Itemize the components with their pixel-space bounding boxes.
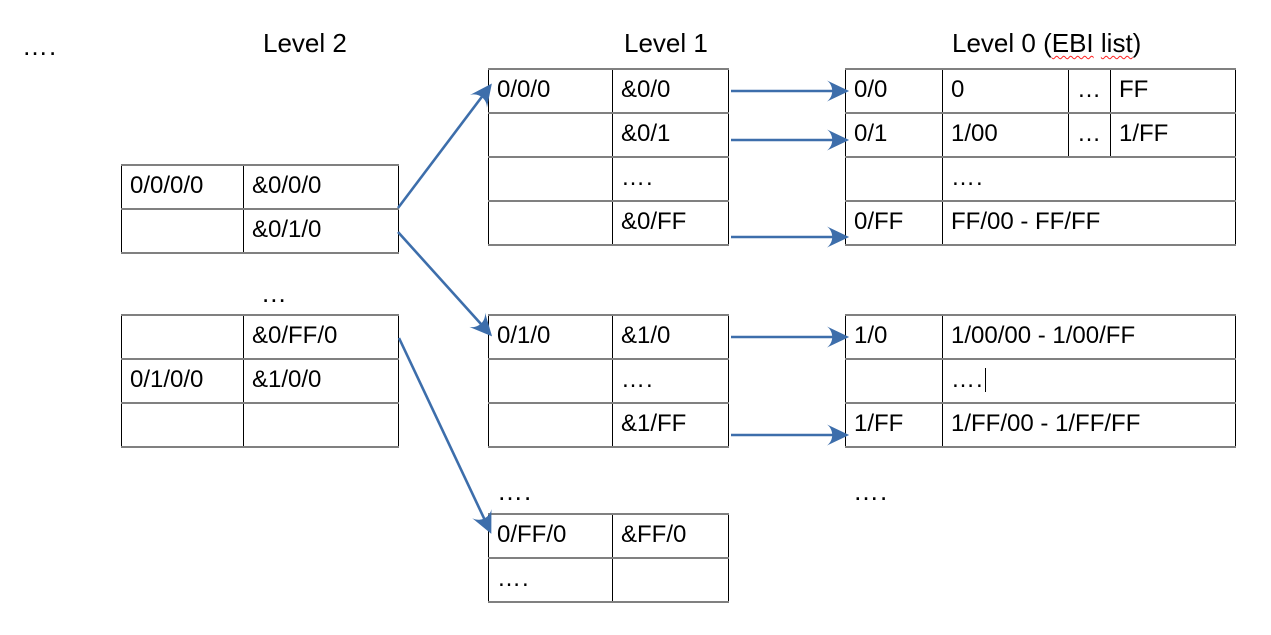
table-row[interactable]: 0/0 0 … FF <box>845 68 1236 114</box>
level0-b-r1-range[interactable]: …. <box>942 358 1236 404</box>
header-level-0: Level 0 (EBI list) <box>952 28 1141 58</box>
level0-table-b: 1/0 1/00/00 - 1/00/FF …. 1/FF 1/FF/00 - … <box>845 314 1236 448</box>
level0-table-a: 0/0 0 … FF 0/1 1/00 … 1/FF …. 0/FF FF/00… <box>845 68 1236 246</box>
text-cursor <box>984 368 986 392</box>
level1-a-r3-key[interactable] <box>488 200 613 246</box>
level1-b-r1-ptr[interactable]: …. <box>612 358 729 404</box>
table-row[interactable]: 0/FF FF/00 - FF/FF <box>845 200 1236 246</box>
header-level-2: Level 2 <box>263 28 347 58</box>
level2-b-r1-ptr[interactable]: &1/0/0 <box>243 358 399 404</box>
level0-b-r0-range[interactable]: 1/00/00 - 1/00/FF <box>942 314 1236 360</box>
level1-a-r0-key[interactable]: 0/0/0 <box>488 68 613 114</box>
arrow-l2b-to-l1c <box>397 337 492 534</box>
table-row[interactable]: 1/FF 1/FF/00 - 1/FF/FF <box>845 402 1236 448</box>
table-row[interactable]: &0/FF <box>488 200 729 246</box>
level0-b-r1-range-text: …. <box>951 366 984 393</box>
level0-a-r1-dots[interactable]: … <box>1068 112 1111 158</box>
level1-b-r2-ptr[interactable]: &1/FF <box>612 402 729 448</box>
table-row[interactable]: 0/0/0 &0/0 <box>488 68 729 114</box>
header-level-0-space <box>1094 28 1101 58</box>
table-row[interactable]: …. <box>488 557 729 603</box>
table-row[interactable]: &0/FF/0 <box>121 314 399 360</box>
level2-a-r1-ptr[interactable]: &0/1/0 <box>243 208 399 254</box>
level2-a-r0-ptr[interactable]: &0/0/0 <box>243 164 399 210</box>
level1-gap-ellipsis: …. <box>497 476 533 506</box>
level0-a-r3-range[interactable]: FF/00 - FF/FF <box>942 200 1236 246</box>
level2-b-r2-ptr[interactable] <box>243 402 399 448</box>
level0-b-r2-range[interactable]: 1/FF/00 - 1/FF/FF <box>942 402 1236 448</box>
table-row[interactable]: &0/1 <box>488 112 729 158</box>
table-row[interactable]: …. <box>845 358 1236 404</box>
level0-b-r0-key[interactable]: 1/0 <box>845 314 943 360</box>
level2-b-r0-ptr[interactable]: &0/FF/0 <box>243 314 399 360</box>
level0-a-r1-key[interactable]: 0/1 <box>845 112 943 158</box>
table-row[interactable]: &1/FF <box>488 402 729 448</box>
level1-b-r2-key[interactable] <box>488 402 613 448</box>
level1-a-r2-ptr[interactable]: …. <box>612 156 729 202</box>
header-level-0-ebi: EBI <box>1051 28 1094 58</box>
level1-a-r0-ptr[interactable]: &0/0 <box>612 68 729 114</box>
level2-b-r2-key[interactable] <box>121 402 244 448</box>
header-level-0-suffix: ) <box>1132 28 1142 58</box>
level1-a-r1-key[interactable] <box>488 112 613 158</box>
level0-a-r0-start[interactable]: 0 <box>942 68 1069 114</box>
level0-a-r1-end[interactable]: 1/FF <box>1110 112 1236 158</box>
table-row[interactable]: 1/0 1/00/00 - 1/00/FF <box>845 314 1236 360</box>
level1-c-r1-ptr[interactable] <box>612 557 729 603</box>
level1-c-r0-key[interactable]: 0/FF/0 <box>488 513 613 559</box>
level0-a-r2-range[interactable]: …. <box>942 156 1236 202</box>
table-row[interactable]: 0/FF/0 &FF/0 <box>488 513 729 559</box>
level2-table-b: &0/FF/0 0/1/0/0 &1/0/0 <box>121 314 399 448</box>
level0-a-r2-key[interactable] <box>845 156 943 202</box>
level0-a-r0-end[interactable]: FF <box>1110 68 1236 114</box>
level0-a-r3-key[interactable]: 0/FF <box>845 200 943 246</box>
table-row[interactable]: …. <box>488 358 729 404</box>
table-row[interactable]: 0/1 1/00 … 1/FF <box>845 112 1236 158</box>
level1-c-r0-ptr[interactable]: &FF/0 <box>612 513 729 559</box>
header-level-0-prefix: Level 0 ( <box>952 28 1052 58</box>
table-row[interactable]: …. <box>488 156 729 202</box>
level1-b-r0-key[interactable]: 0/1/0 <box>488 314 613 360</box>
arrow-l2a-to-l1b <box>397 231 493 337</box>
table-row[interactable]: 0/1/0 &1/0 <box>488 314 729 360</box>
left-ellipsis-label: …. <box>22 31 58 61</box>
level2-b-r0-key[interactable] <box>121 314 244 360</box>
header-level-0-list: list <box>1100 28 1133 58</box>
level0-b-r1-key[interactable] <box>845 358 943 404</box>
level0-a-r0-key[interactable]: 0/0 <box>845 68 943 114</box>
level1-b-r0-ptr[interactable]: &1/0 <box>612 314 729 360</box>
level1-a-r3-ptr[interactable]: &0/FF <box>612 200 729 246</box>
level0-a-r0-dots[interactable]: … <box>1068 68 1111 114</box>
level1-table-a: 0/0/0 &0/0 &0/1 …. &0/FF <box>488 68 729 246</box>
level0-b-r2-key[interactable]: 1/FF <box>845 402 943 448</box>
level1-a-r1-ptr[interactable]: &0/1 <box>612 112 729 158</box>
level1-table-b: 0/1/0 &1/0 …. &1/FF <box>488 314 729 448</box>
level2-gap-ellipsis: ... <box>262 278 287 308</box>
arrow-l2a-to-l1a <box>396 83 492 209</box>
header-level-1: Level 1 <box>624 28 708 58</box>
table-row[interactable]: 0/1/0/0 &1/0/0 <box>121 358 399 404</box>
level2-a-r1-key[interactable] <box>121 208 244 254</box>
table-row[interactable]: …. <box>845 156 1236 202</box>
level0-gap-ellipsis: …. <box>853 476 889 506</box>
table-row[interactable] <box>121 402 399 448</box>
level1-b-r1-key[interactable] <box>488 358 613 404</box>
level1-table-c: 0/FF/0 &FF/0 …. <box>488 513 729 603</box>
level1-c-r1-key[interactable]: …. <box>488 557 613 603</box>
table-row[interactable]: 0/0/0/0 &0/0/0 <box>121 164 399 210</box>
level2-table-a: 0/0/0/0 &0/0/0 &0/1/0 <box>121 164 399 254</box>
table-row[interactable]: &0/1/0 <box>121 208 399 254</box>
level2-b-r1-key[interactable]: 0/1/0/0 <box>121 358 244 404</box>
level1-a-r2-key[interactable] <box>488 156 613 202</box>
level0-a-r1-start[interactable]: 1/00 <box>942 112 1069 158</box>
level2-a-r0-key[interactable]: 0/0/0/0 <box>121 164 244 210</box>
